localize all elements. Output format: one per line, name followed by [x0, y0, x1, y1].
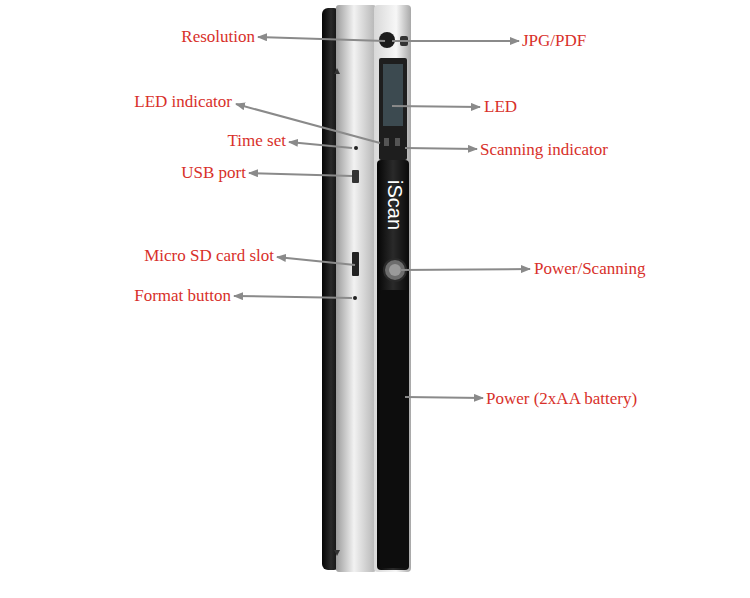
callout-label: Format button	[134, 286, 231, 306]
callout-label: JPG/PDF	[522, 31, 586, 51]
callout-label: LED	[484, 97, 517, 117]
callout-label: Resolution	[181, 27, 255, 47]
callout-label: USB port	[181, 163, 246, 183]
callout-label: Time set	[228, 131, 286, 151]
callout-label: LED indicator	[134, 92, 232, 112]
callout-label: Power (2xAA battery)	[486, 389, 637, 409]
callout-label: Power/Scanning	[534, 259, 645, 279]
leader-lines	[234, 37, 530, 398]
callout-label: Scanning indicator	[480, 140, 608, 160]
callout-label: Micro SD card slot	[144, 246, 274, 266]
brand-text: iScan	[384, 180, 406, 230]
